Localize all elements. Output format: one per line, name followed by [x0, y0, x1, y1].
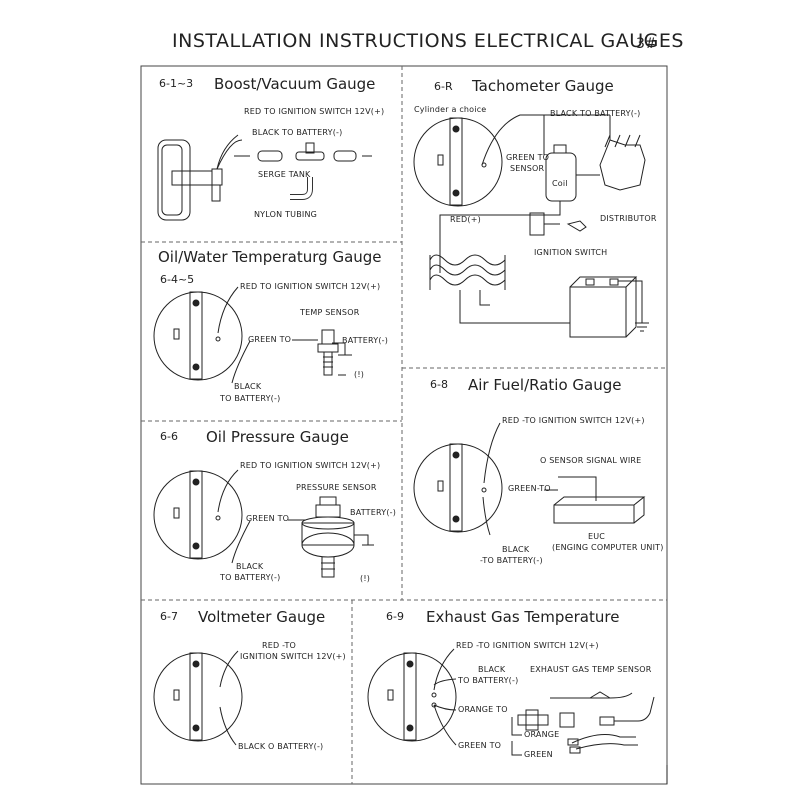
coil-label: Coil	[552, 179, 568, 188]
oilwater-title: Oil/Water Temperaturg Gauge	[158, 248, 382, 266]
euc-label-2: (ENGING COMPUTER UNIT)	[552, 543, 664, 552]
airfuel-wires	[482, 422, 597, 536]
tach-title: Tachometer Gauge	[472, 77, 614, 95]
volt-title: Voltmeter Gauge	[198, 608, 326, 626]
egt-orange-label-2: ORANGE	[524, 730, 560, 739]
page-number: 3#	[636, 36, 657, 52]
euc-box	[553, 496, 646, 524]
boost-red-label: RED TO IGNITION SWITCH 12V(+)	[244, 107, 385, 116]
oilpress-id: 6-6	[160, 430, 178, 443]
tach-green-label-1: GREEN TO	[506, 153, 550, 162]
oilpress-wires	[217, 469, 306, 564]
ignition-switch	[529, 212, 545, 236]
oilpress-black-label-1: BLACK	[236, 562, 264, 571]
euc-label-1: EUC	[588, 532, 606, 541]
airfuel-gauge	[413, 443, 503, 533]
frame-border	[140, 65, 668, 785]
distributor	[599, 139, 646, 191]
distributor-label: DISTRIBUTOR	[600, 214, 657, 223]
diagram-frame: 6-1~3 Boost/Vacuum Gauge RED TO IGNITION…	[140, 65, 668, 785]
serge-tank-label: SERGE TANK	[258, 170, 311, 179]
page-title: INSTALLATION INSTRUCTIONS ELECTRICAL GAU…	[172, 30, 684, 52]
oilwater-red-label: RED TO IGNITION SWITCH 12V(+)	[240, 282, 381, 291]
boost-black-label: BLACK TO BATTERY(-)	[252, 128, 343, 137]
oilpress-title: Oil Pressure Gauge	[206, 428, 349, 446]
o2-sensor-label: O SENSOR SIGNAL WIRE	[540, 456, 642, 465]
oilpress-symbol: (!)	[360, 574, 371, 583]
tach-black-label: BLACK TO BATTERY(-)	[550, 109, 641, 118]
egt-sensor-label: EXHAUST GAS TEMP SENSOR	[530, 665, 652, 674]
volt-red-label-2: IGNITION SWITCH 12V(+)	[240, 652, 346, 661]
egt-black-label-2: TO BATTERY(-)	[458, 676, 519, 685]
airfuel-green-label: GREEN-TO	[508, 484, 551, 493]
tach-wiring	[429, 114, 649, 338]
volt-red-label-1: RED -TO	[262, 641, 297, 650]
temp-sensor-label: TEMP SENSOR	[300, 308, 360, 317]
egt-green-label-1: GREEN TO	[458, 741, 502, 750]
egt-wires	[433, 648, 522, 756]
boost-gauge	[157, 139, 223, 221]
oilwater-gauge	[153, 291, 243, 381]
airfuel-id: 6-8	[430, 378, 448, 391]
egt-black-label-1: BLACK	[478, 665, 506, 674]
wiring-diagrams	[140, 65, 668, 785]
tach-red-label: RED(+)	[450, 215, 481, 224]
oilwater-symbol: (!)	[354, 370, 365, 379]
coil-winding	[429, 254, 506, 266]
egt-sensor	[517, 691, 655, 754]
oilpress-black-label-2: TO BATTERY(-)	[220, 573, 281, 582]
tach-id: 6-R	[434, 80, 453, 93]
pressure-sensor-label: PRESSURE SENSOR	[296, 483, 377, 492]
oilpress-red-label: RED TO IGNITION SWITCH 12V(+)	[240, 461, 381, 470]
serge-tank-fittings	[234, 142, 372, 200]
oilwater-green-label: GREEN TO	[248, 335, 292, 344]
airfuel-title: Air Fuel/Ratio Gauge	[468, 376, 622, 394]
volt-id: 6-7	[160, 610, 178, 623]
boost-title: Boost/Vacuum Gauge	[214, 75, 376, 93]
oilwater-black-label-2: TO BATTERY(-)	[220, 394, 281, 403]
egt-orange-label-1: ORANGE TO	[458, 705, 508, 714]
section-dividers	[141, 66, 667, 784]
egt-green-label-2: GREEN	[524, 750, 553, 759]
coil	[545, 152, 577, 202]
oilpress-gauge	[153, 470, 243, 560]
egt-title: Exhaust Gas Temperature	[426, 608, 620, 626]
ignition-switch-label: IGNITION SWITCH	[534, 248, 608, 257]
volt-gauge	[153, 652, 243, 742]
tach-gauge	[413, 117, 503, 207]
oilpress-green-label: GREEN TO	[246, 514, 290, 523]
battery	[569, 286, 627, 338]
boost-id: 6-1~3	[159, 77, 194, 90]
temp-sensor	[317, 329, 346, 376]
airfuel-black-label-2: -TO BATTERY(-)	[480, 556, 543, 565]
airfuel-red-label: RED -TO IGNITION SWITCH 12V(+)	[502, 416, 645, 425]
oilwater-battery-label: BATTERY(-)	[342, 336, 389, 345]
nylon-tubing-label: NYLON TUBING	[254, 210, 318, 219]
oilwater-id: 6-4~5	[160, 273, 195, 286]
airfuel-black-label-1: BLACK	[502, 545, 530, 554]
volt-black-label: BLACK O BATTERY(-)	[238, 742, 324, 751]
egt-id: 6-9	[386, 610, 404, 623]
oilpress-battery-label: BATTERY(-)	[350, 508, 397, 517]
egt-gauge	[367, 652, 457, 742]
tach-cylinder-label: Cylinder a choice	[414, 105, 487, 114]
pressure-sensor	[301, 496, 374, 578]
volt-wires	[219, 650, 239, 746]
boost-wires	[216, 134, 243, 170]
egt-red-label: RED -TO IGNITION SWITCH 12V(+)	[456, 641, 599, 650]
tach-green-label-2: SENSOR	[510, 164, 545, 173]
oilwater-black-label-1: BLACK	[234, 382, 262, 391]
